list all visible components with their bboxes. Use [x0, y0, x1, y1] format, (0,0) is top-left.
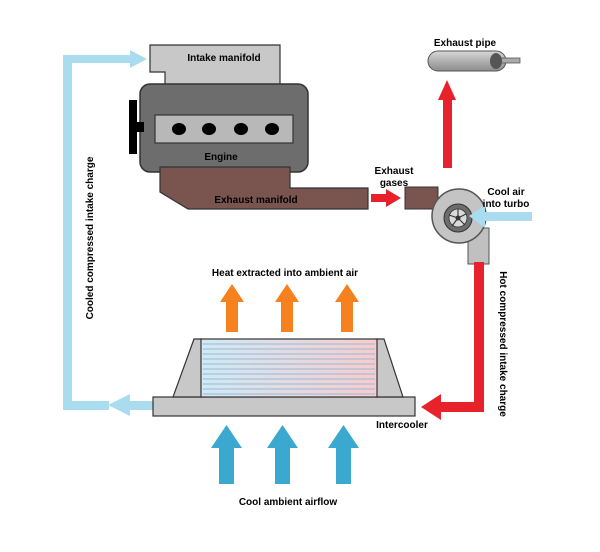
intake-manifold-label: Intake manifold: [187, 53, 260, 64]
cylinder-1: [172, 123, 186, 135]
exhaust-pipe-icon: [427, 50, 521, 72]
cylinder-2: [202, 123, 216, 135]
exhaust-arrow-shaft: [371, 194, 389, 202]
intercooler-core: [200, 338, 378, 398]
cool-air-intake-arrow: [469, 205, 532, 228]
heat-arrows: [220, 284, 359, 332]
turbo-shaft: [455, 215, 461, 221]
ambient-arrow-1: [211, 425, 242, 484]
exhaust-pipe-label: Exhaust pipe: [434, 38, 497, 49]
turbocharger-icon: [404, 186, 490, 265]
cooled-pipe-vertical: [63, 55, 72, 409]
heat-arrow-2: [275, 284, 299, 332]
cooled-pipe-bottom: [125, 401, 155, 410]
cooled-pipe-corner: [63, 401, 109, 410]
heat-extracted-label: Heat extracted into ambient air: [212, 268, 358, 279]
exhaust-manifold-label: Exhaust manifold: [214, 195, 297, 206]
heat-arrow-3: [335, 284, 359, 332]
cooled-pipe-bottom-arrowhead: [108, 394, 130, 416]
engine-pulley: [129, 100, 137, 154]
intercooler-left-tank: [172, 338, 203, 398]
turbo-turbine-inlet: [404, 186, 439, 210]
intercooler-icon: [152, 338, 416, 417]
cool-air-arrow-head: [469, 205, 485, 228]
exhaust-up-arrow: [438, 80, 456, 168]
intercooler-label: Intercooler: [376, 420, 428, 431]
heat-arrow-1: [220, 284, 244, 332]
hot-pipe-arrowhead: [421, 394, 441, 420]
intercooler-right-tank: [375, 338, 404, 398]
intercooler-fins: [203, 343, 375, 395]
cylinder-4: [265, 123, 279, 135]
cool-air-arrow-shaft: [482, 212, 532, 221]
exhaust-tailpipe: [499, 57, 521, 64]
exhaust-gases-label-2: gases: [380, 178, 409, 189]
ambient-airflow-arrows: [211, 425, 359, 484]
cylinder-3: [234, 123, 248, 135]
exhaust-outlet: [490, 53, 502, 69]
hot-pipe-vertical: [474, 262, 484, 412]
cool-air-label-1: Cool air: [487, 187, 524, 198]
cooled-charge-label: Cooled compressed intake charge: [85, 156, 96, 319]
cool-air-label-2: into turbo: [483, 199, 530, 210]
cool-airflow-label: Cool ambient airflow: [239, 497, 338, 508]
hot-charge-pipe: [421, 262, 484, 420]
engine-icon: [129, 44, 369, 210]
exhaust-manifold-shape: [159, 166, 369, 210]
exhaust-gases-label-1: Exhaust: [375, 166, 415, 177]
hot-charge-label: Hot compressed intake charge: [497, 271, 508, 417]
hot-pipe-horizontal: [438, 402, 484, 412]
exhaust-up-head: [438, 80, 456, 100]
cooled-pipe-top-arrowhead: [130, 50, 147, 68]
engine-label: Engine: [204, 152, 238, 163]
exhaust-arrow-head: [386, 189, 401, 207]
ambient-arrow-3: [328, 425, 359, 484]
cooled-charge-pipe: [63, 50, 155, 416]
engine-pulley-hub: [136, 122, 144, 132]
intercooler-base: [152, 396, 416, 417]
exhaust-gases-arrow: [371, 189, 401, 207]
exhaust-up-shaft: [443, 96, 452, 168]
cooled-pipe-top: [63, 55, 133, 63]
ambient-arrow-2: [267, 425, 298, 484]
